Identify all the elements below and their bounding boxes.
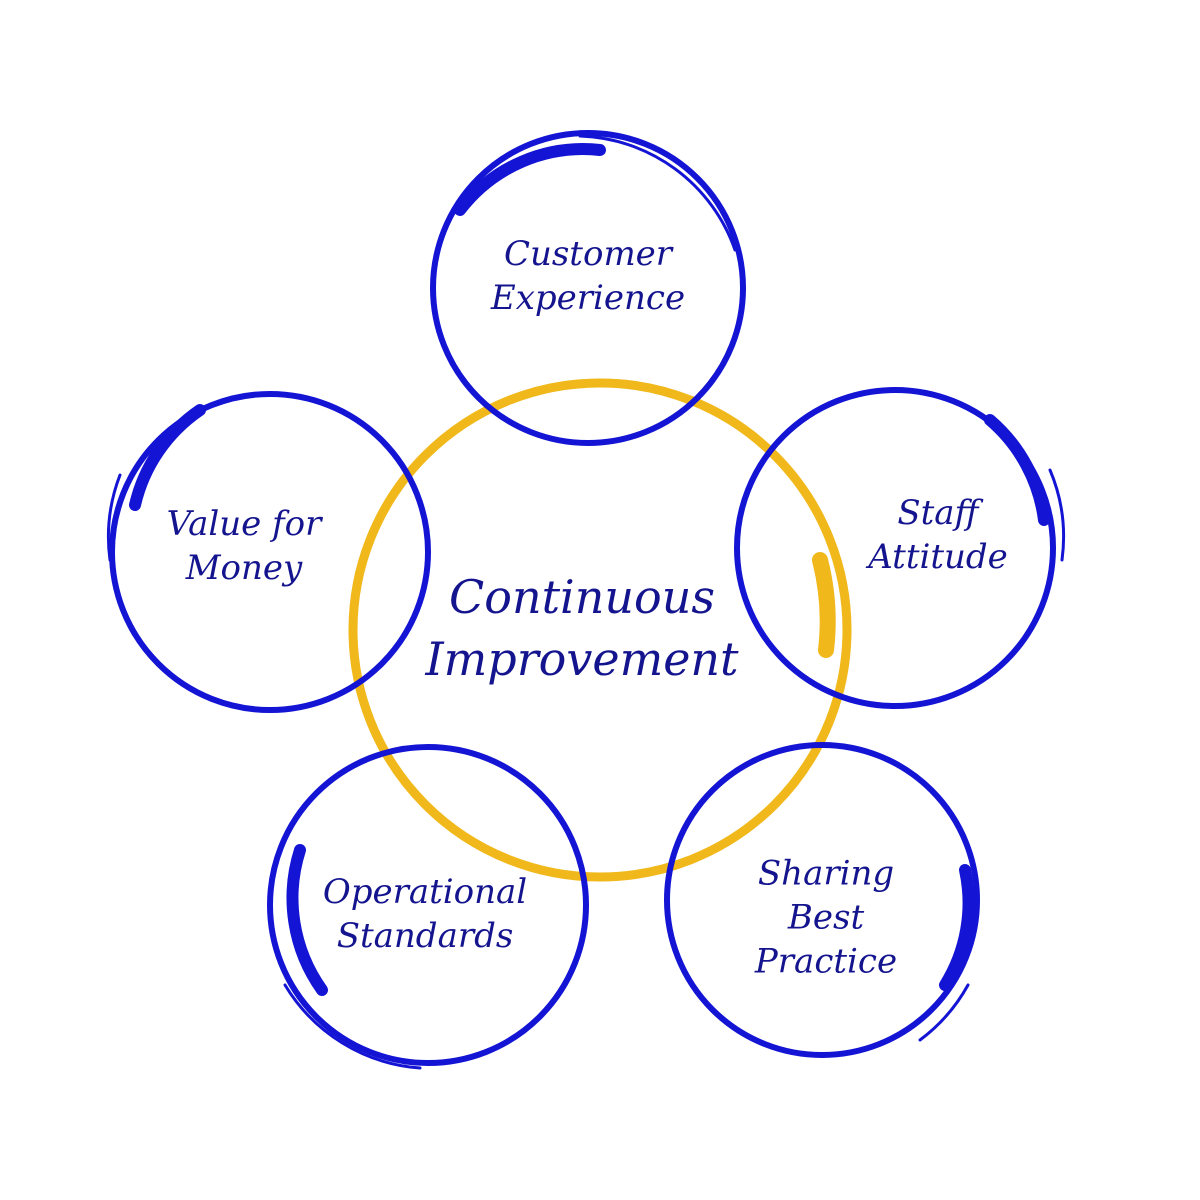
node-ring-staff-attitude <box>734 387 1066 709</box>
node-label-line: Experience <box>490 278 686 318</box>
node-label-line: Standards <box>336 916 514 956</box>
node-label-line: Best <box>787 897 865 938</box>
node-ring-value-for-money <box>106 391 431 713</box>
node-ring-sharing-best-practice <box>664 742 980 1058</box>
node-label-line: Money <box>185 548 303 588</box>
node-staff-attitude: Staff Attitude <box>868 491 1008 579</box>
node-value-for-money: Value for Money <box>167 502 322 590</box>
center-label-continuous-improvement: Continuous Improvement <box>425 566 738 690</box>
center-label-line: Improvement <box>425 632 739 686</box>
node-label-line: Practice <box>754 942 898 983</box>
node-label-line: Sharing <box>757 853 895 894</box>
node-ring-customer-experience <box>430 130 746 446</box>
node-sharing-best-practice: Sharing Best Practice <box>755 852 897 985</box>
node-customer-experience: Customer Experience <box>491 232 685 320</box>
node-operational-standards: Operational Standards <box>323 870 527 958</box>
node-label-line: Value for <box>166 503 322 544</box>
node-label-line: Customer <box>503 233 673 274</box>
node-label-line: Operational <box>322 871 528 912</box>
node-ring-operational-standards <box>267 744 589 1070</box>
center-label-line: Continuous <box>449 569 715 624</box>
center-ring <box>348 378 852 882</box>
node-label-line: Staff <box>897 492 979 533</box>
node-label-line: Attitude <box>868 537 1008 577</box>
